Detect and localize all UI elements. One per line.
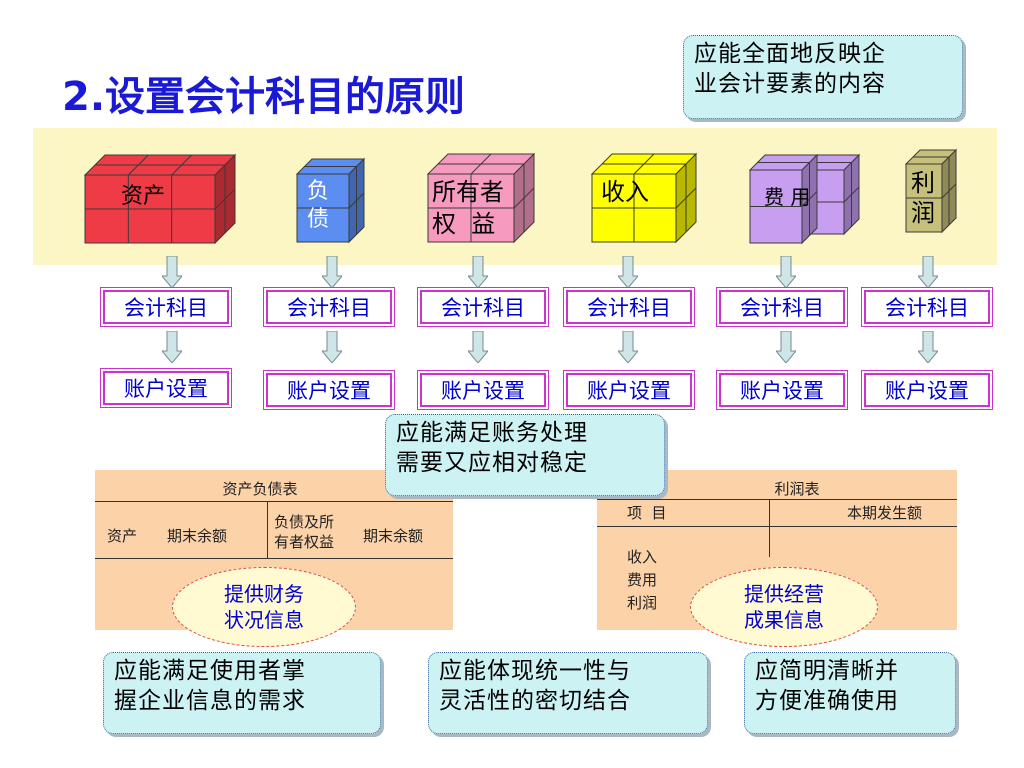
divider [95,501,453,502]
note-clear-convenient: 应简明清晰并 方便准确使用 [744,652,956,734]
divider [769,499,770,557]
income-statement-title: 利润表 [774,480,820,498]
ellipse-line: 成果信息 [744,608,824,632]
note-reflect-elements: 应能全面地反映企 业会计要素的内容 [683,35,963,119]
element-label-profit: 利 润 [911,168,935,228]
element-label-equity: 所有者 权 益 [432,176,504,240]
down-arrow-icon [776,256,796,288]
balance-sheet-title: 资产负债表 [222,480,298,498]
account-subject-liabilities: 会计科目 [263,287,395,327]
account-setup-assets: 账户设置 [100,368,232,408]
element-label-line: 收入 [601,178,649,206]
element-label-revenue: 收入 [601,178,649,206]
divider [597,526,957,527]
down-arrow-icon [322,256,342,288]
element-label-line: 费 用 [764,185,811,209]
balance-sheet-col-assets-end: 期末余额 [167,527,228,545]
down-arrow-icon [618,256,638,288]
down-arrow-icon [918,331,938,363]
note-bookkeeping-stability: 应能满足账务处理 需要又应相对稳定 [385,414,665,496]
account-setup-expenses: 账户设置 [716,370,848,410]
divider [95,558,453,559]
divider [597,499,957,500]
balance-sheet-info-ellipse: 提供财务 状况信息 [172,567,356,647]
account-subject-profit: 会计科目 [861,287,993,327]
note-user-needs: 应能满足使用者掌 握企业信息的需求 [103,652,381,734]
income-statement-row: 利润 [627,594,658,612]
account-subject-expenses: 会计科目 [716,287,848,327]
note-line: 灵活性的密切结合 [439,688,631,714]
down-arrow-icon [468,256,488,288]
balance-sheet-col-liabilities-line: 负债及所 [274,513,335,531]
element-label-assets: 资产 [121,183,165,211]
income-statement-info-ellipse: 提供经营 成果信息 [690,567,878,647]
ellipse-line: 提供财务 [224,582,304,606]
divider [267,501,268,558]
income-statement-row: 收入 [627,548,658,566]
account-subject-revenue: 会计科目 [563,287,695,327]
element-label-line: 权 益 [432,210,496,238]
balance-sheet-col-liabilities-line: 有者权益 [274,533,335,551]
down-arrow-icon [162,256,182,288]
note-line: 应简明清晰并 [755,658,899,684]
note-line: 应能满足账务处理 [396,420,588,446]
element-label-line: 所有者 [432,178,504,206]
balance-sheet-col-liabilities: 负债及所 有者权益 [274,512,334,552]
note-line: 业会计要素的内容 [694,71,886,97]
element-label-line: 资产 [121,184,166,209]
ellipse-line: 提供经营 [744,582,824,606]
note-uniformity-flexibility: 应能体现统一性与 灵活性的密切结合 [428,652,708,734]
element-cubes [83,148,958,245]
balance-sheet-col-liabilities-end: 期末余额 [363,527,424,545]
income-statement-col-amount: 本期发生额 [847,504,923,522]
note-line: 握企业信息的需求 [114,688,306,714]
income-statement-row: 费用 [627,571,658,589]
balance-sheet-col-assets: 资产 [107,527,138,545]
note-line: 应能满足使用者掌 [114,658,306,684]
note-line: 方便准确使用 [755,688,899,714]
income-statement-rows: 收入 费用 利润 [627,546,657,615]
down-arrow-icon [322,331,342,363]
element-label-line: 润 [911,199,935,227]
account-setup-revenue: 账户设置 [563,370,695,410]
element-label-line: 负 [307,179,330,204]
ellipse-line: 状况信息 [224,608,304,632]
down-arrow-icon [468,331,488,363]
income-statement-col-item: 项 目 [627,504,667,522]
note-line: 应能体现统一性与 [439,658,631,684]
element-label-liabilities: 负 债 [307,178,329,234]
slide-title: 2.设置会计科目的原则 [62,74,466,120]
account-setup-profit: 账户设置 [861,370,993,410]
account-subject-equity: 会计科目 [417,287,549,327]
note-line: 应能全面地反映企 [694,41,886,67]
element-label-line: 利 [911,169,935,197]
down-arrow-icon [918,256,938,288]
down-arrow-icon [162,331,182,363]
down-arrow-icon [618,331,638,363]
element-label-line: 债 [307,207,330,232]
account-setup-equity: 账户设置 [417,370,549,410]
down-arrow-icon [776,331,796,363]
note-line: 需要又应相对稳定 [396,450,588,476]
element-label-expenses: 费 用 [764,183,810,211]
account-subject-assets: 会计科目 [100,287,232,327]
account-setup-liabilities: 账户设置 [263,370,395,410]
